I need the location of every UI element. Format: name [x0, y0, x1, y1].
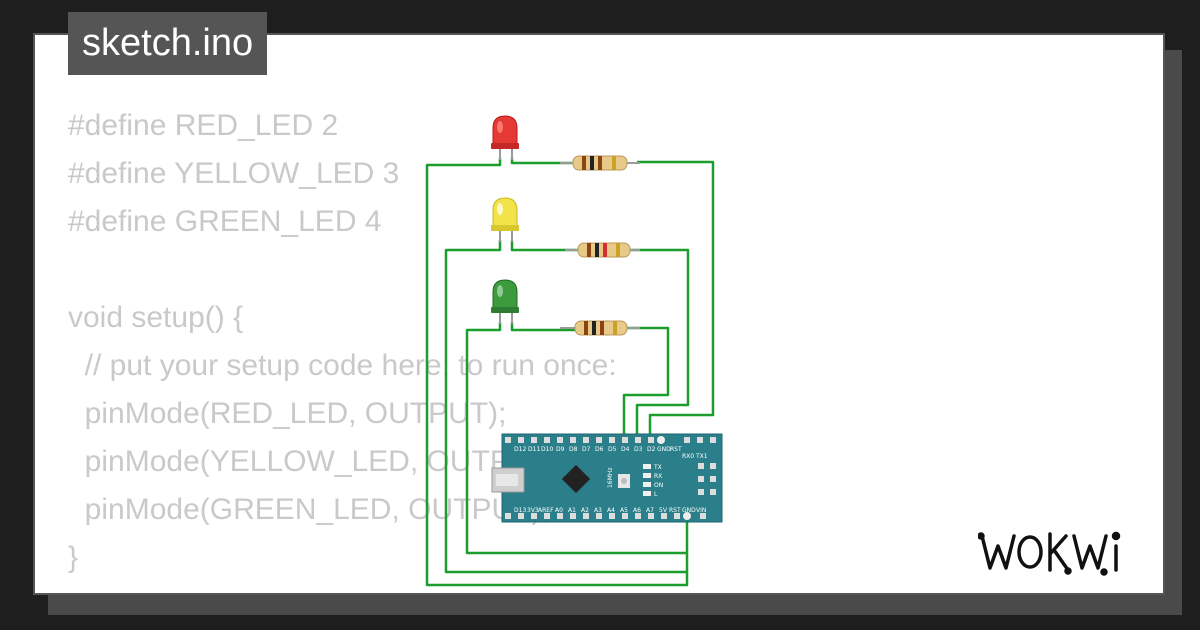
- wire-green-res: [510, 322, 575, 332]
- wires: [425, 158, 715, 587]
- pin-label: A0: [555, 507, 563, 514]
- side-label: L: [654, 491, 658, 498]
- code-line: #define RED_LED 2: [68, 109, 339, 142]
- pin-label: AREF: [538, 507, 554, 514]
- resistor-green: [560, 320, 640, 336]
- bottom-pin-row: [505, 512, 706, 520]
- pin-label: A3: [594, 507, 602, 514]
- code-preview: #define RED_LED 2 #define YELLOW_LED 3 #de…: [68, 102, 617, 582]
- pin-label: A2: [581, 507, 589, 514]
- wokwi-logo: [978, 531, 1121, 576]
- pin-label: RST: [669, 507, 681, 514]
- side-label: RX: [654, 473, 662, 480]
- top-pin-labels: D12 D11 D10 D9 D8 D7 D6 D5 D4 D3 D2 GND …: [514, 446, 682, 453]
- pin-label: A5: [620, 507, 628, 514]
- pin-label: A1: [568, 507, 576, 514]
- pin-label: D5: [608, 446, 617, 453]
- code-line: }: [68, 541, 79, 574]
- wire-green-gnd: [465, 322, 687, 555]
- pin-label: GND: [657, 446, 671, 453]
- pin-label: D3: [634, 446, 643, 453]
- pin-label: 3V3: [527, 507, 539, 514]
- side-label: ON: [654, 482, 663, 489]
- pin-label: D7: [582, 446, 591, 453]
- pin-label: A6: [633, 507, 641, 514]
- yellow-led: [491, 197, 519, 242]
- side-label: TX: [653, 464, 662, 471]
- wire-red-d2: [637, 160, 715, 440]
- pin-label: RST: [670, 446, 682, 453]
- code-line: #define GREEN_LED 4: [68, 205, 382, 238]
- pin-label: A4: [607, 507, 615, 514]
- pin-label: D11: [528, 446, 540, 453]
- arduino-nano-board: D12 D11 D10 D9 D8 D7 D6 D5 D4 D3 D2 GND …: [491, 433, 723, 523]
- header-label: RX0 TX1: [682, 453, 708, 460]
- pin-label: D12: [514, 446, 526, 453]
- wire-red-gnd: [425, 158, 689, 587]
- wire-yellow-gnd: [444, 240, 687, 574]
- green-led: [491, 279, 519, 324]
- code-line: pinMode(GREEN_LED, OUTPUT);: [68, 493, 550, 526]
- wire-green-d4: [622, 326, 670, 440]
- resistor-yellow: [565, 242, 640, 258]
- red-led: [491, 115, 519, 160]
- chip-label: 16MHz: [607, 468, 614, 488]
- pin-label: D8: [569, 446, 578, 453]
- resistor-red: [560, 155, 640, 171]
- code-line: pinMode(RED_LED, OUTPUT);: [68, 397, 507, 430]
- status-leds: [643, 464, 651, 496]
- sketch-filename-tab: sketch.ino: [68, 12, 268, 75]
- wire-yellow-res: [510, 240, 578, 252]
- pin-label: D2: [647, 446, 656, 453]
- mcu-chip: [561, 464, 591, 494]
- icsp-header: [698, 463, 716, 495]
- pin-label: D9: [556, 446, 565, 453]
- code-line: void setup() {: [68, 301, 244, 334]
- bottom-pin-labels: D13 3V3 AREF A0 A1 A2 A3 A4 A5 A6 A7 5V …: [514, 507, 706, 514]
- code-line: #define YELLOW_LED 3: [68, 157, 400, 190]
- pin-label: D10: [541, 446, 553, 453]
- pin-label: D4: [621, 446, 630, 453]
- pin-label: D6: [595, 446, 604, 453]
- top-pin-row: [505, 436, 716, 444]
- pin-label: GND: [682, 507, 696, 514]
- pin-label: D13: [514, 507, 526, 514]
- pin-label: A7: [646, 507, 654, 514]
- pin-label: 5V: [659, 507, 668, 514]
- code-line: // put your setup code here, to run once…: [68, 349, 617, 382]
- pin-label: VIN: [696, 507, 706, 514]
- wire-yellow-d3: [630, 248, 690, 440]
